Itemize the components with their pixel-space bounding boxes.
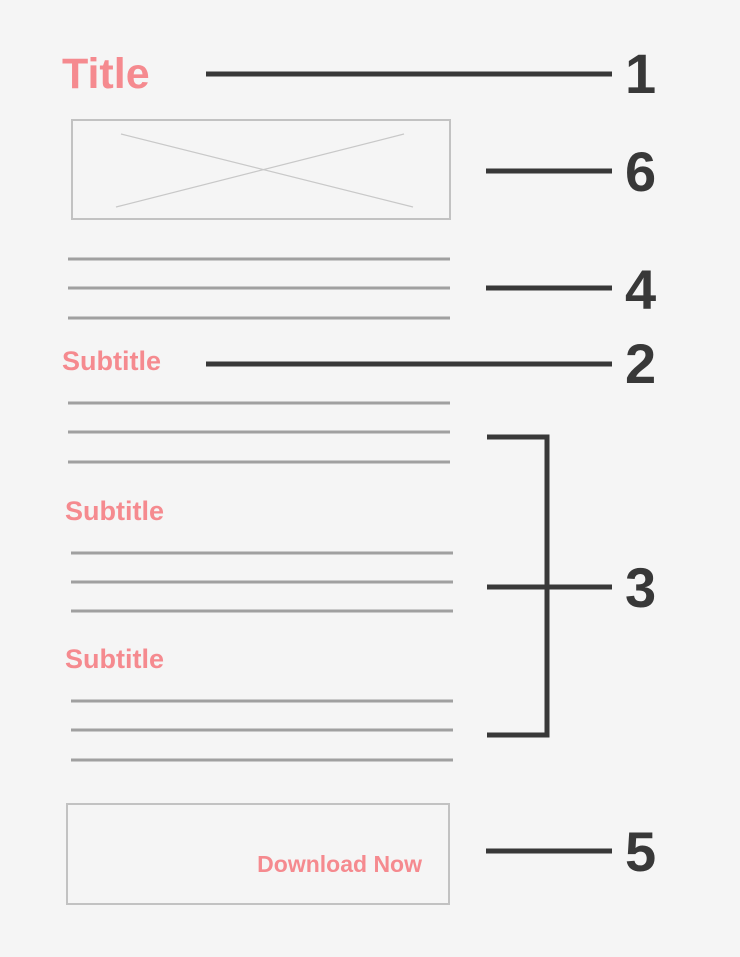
download-button[interactable]: Download Now bbox=[66, 803, 450, 905]
page-title: Title bbox=[62, 50, 150, 98]
callout-number-download: 5 bbox=[625, 820, 657, 883]
callout-number-title: 1 bbox=[625, 42, 657, 105]
image-placeholder-cross-b bbox=[115, 133, 405, 208]
subtitle-section-2: Subtitle bbox=[65, 644, 164, 674]
image-placeholder-cross-a bbox=[120, 133, 414, 208]
callout-number-subtitle: 2 bbox=[625, 332, 657, 395]
callout-number-sections: 3 bbox=[625, 556, 657, 619]
subtitle-main: Subtitle bbox=[62, 346, 161, 376]
download-button-label: Download Now bbox=[257, 851, 422, 877]
callout-number-intro: 4 bbox=[625, 258, 657, 321]
callout-number-image: 6 bbox=[625, 140, 657, 203]
subtitle-section-1: Subtitle bbox=[65, 496, 164, 526]
image-placeholder bbox=[71, 119, 451, 220]
